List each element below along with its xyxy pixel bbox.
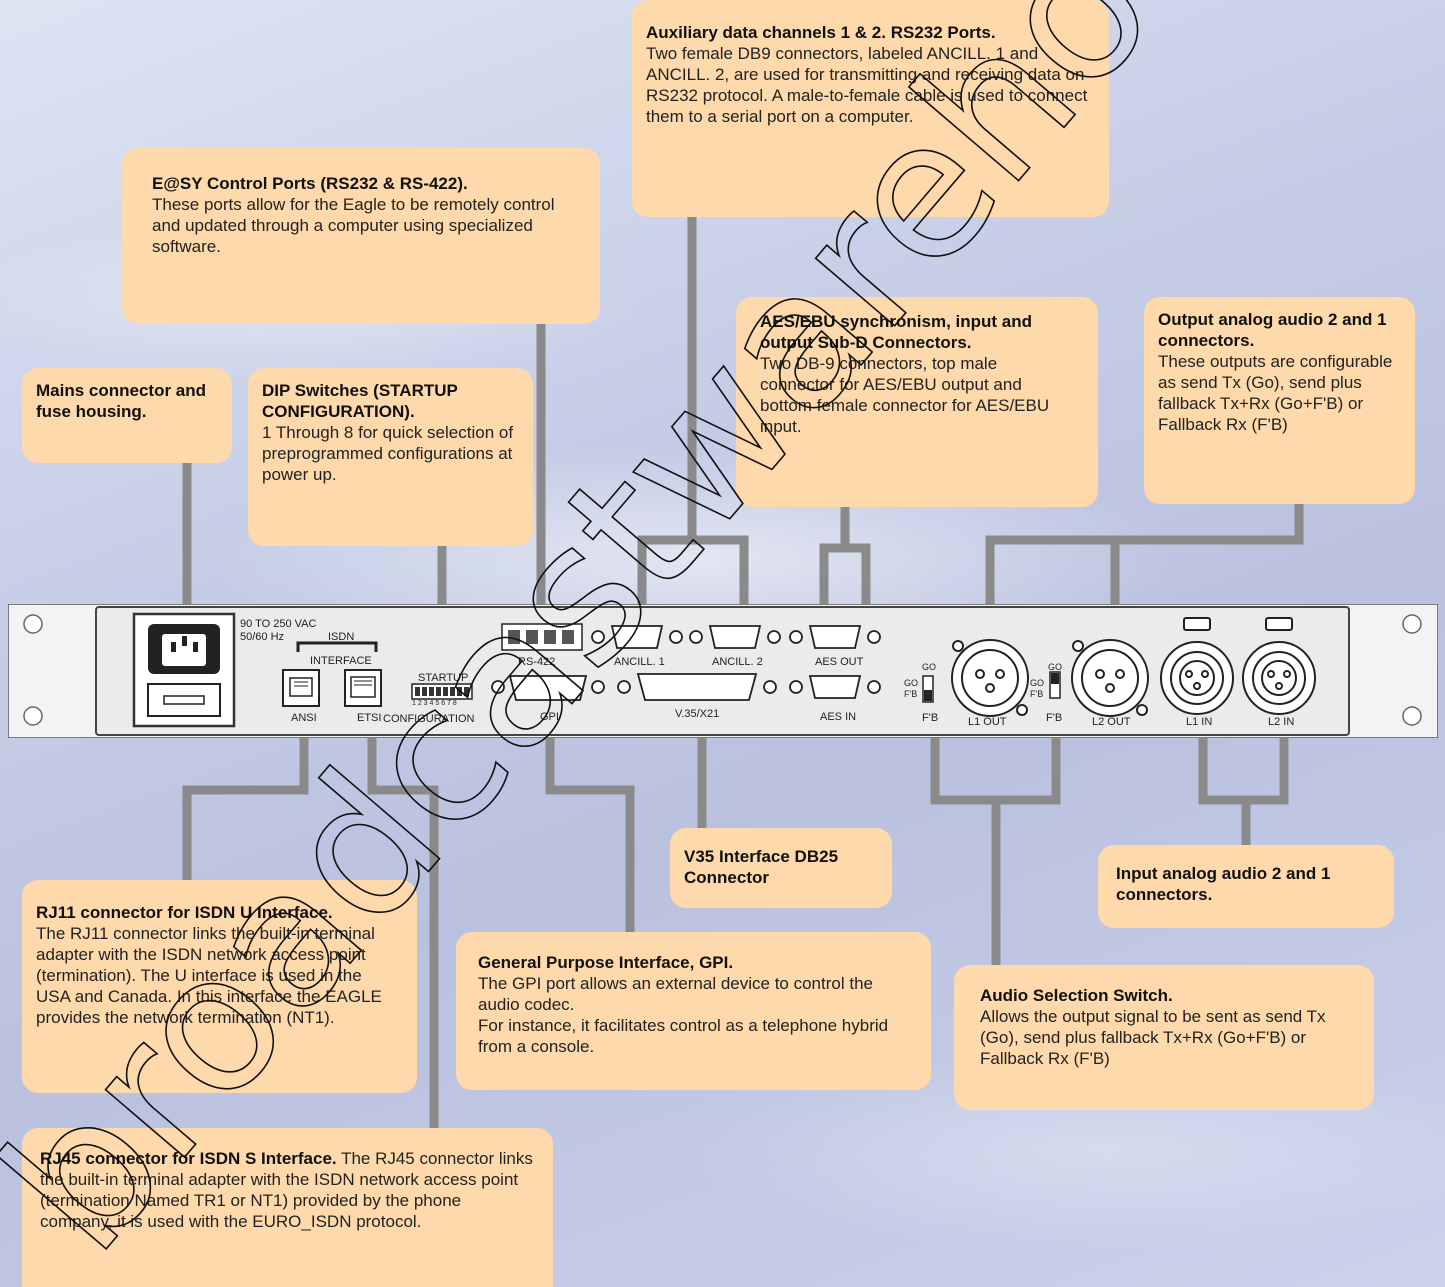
v35-db25 (617, 673, 777, 701)
aes-in-db9 (789, 675, 881, 699)
l1-out-label: L1 OUT (968, 716, 1007, 728)
xlr-l1-out (951, 639, 1029, 717)
callout-dip-switches: DIP Switches (STARTUP CONFIGURATION). 1 … (248, 368, 533, 546)
callout-audio-selection: Audio Selection Switch. Allows the outpu… (954, 965, 1374, 1110)
callout-text-2: For instance, it facilitates control as … (478, 1016, 889, 1056)
line-aux2 (692, 535, 749, 630)
callout-easy-control: E@SY Control Ports (RS232 & RS-422). The… (122, 148, 600, 324)
callout-title: RJ11 connector for ISDN U Interface. (36, 903, 333, 922)
audio-switch-1 (922, 675, 934, 703)
rear-panel (8, 604, 1438, 738)
l2-in-label: L2 IN (1268, 716, 1295, 728)
etsi-label: ETSI (357, 712, 382, 724)
callout-gpi: General Purpose Interface, GPI. The GPI … (456, 932, 931, 1090)
line-aux (637, 200, 697, 630)
callout-text: Two DB-9 connectors, top male connector … (760, 354, 1050, 436)
ancill2-label: ANCILL. 2 (712, 656, 763, 668)
go-label-2: GO (1048, 662, 1063, 672)
callout-title: Input analog audio 2 and 1 connectors. (1116, 864, 1331, 904)
line-in (1198, 700, 1251, 855)
callout-mains: Mains connector and fuse housing. (22, 368, 232, 463)
line-out (985, 495, 1304, 630)
go-label-1: GO (922, 662, 937, 672)
configuration-label: CONFIGURATION (383, 713, 475, 725)
audio-switch-2 (1049, 671, 1061, 699)
callout-title: E@SY Control Ports (RS232 & RS-422). (152, 174, 468, 193)
fb-label-2: F'B (1046, 712, 1063, 724)
callout-title: General Purpose Interface, GPI. (478, 953, 734, 972)
aes-in-label: AES IN (820, 711, 857, 723)
callout-title: Mains connector and fuse housing. (36, 381, 207, 421)
ansi-label: ANSI (291, 712, 317, 724)
callout-output-audio: Output analog audio 2 and 1 connectors. … (1144, 297, 1415, 504)
callout-text: The RJ45 connector links the built-in te… (40, 1149, 533, 1231)
line-sel (930, 700, 1001, 975)
dip-numbers-label: 1 2 3 4 5 6 7 8 (412, 700, 457, 707)
fb-label-1b: F'B (904, 689, 918, 699)
frequency-label: 50/60 Hz (240, 631, 285, 643)
aes-out-db9 (789, 625, 881, 649)
isdn-label: ISDN (328, 631, 355, 643)
gpi-label: GPI (540, 711, 559, 723)
callout-title: Output analog audio 2 and 1 connectors. (1158, 310, 1387, 350)
rj11-jack (282, 669, 320, 707)
line-aes (819, 490, 850, 632)
callout-title: Audio Selection Switch. (980, 986, 1173, 1005)
l1-in-label: L1 IN (1186, 716, 1213, 728)
xlr-l1-in (1160, 617, 1234, 715)
v35-label: V.35/X21 (675, 708, 720, 720)
callout-text: The GPI port allows an external device t… (478, 974, 873, 1014)
callout-aux-channels: Auxiliary data channels 1 & 2. RS232 Por… (632, 0, 1109, 217)
isdn-interface-bracket (296, 641, 378, 652)
xlr-l2-out (1071, 639, 1149, 717)
fb-label-2b: F'B (1030, 689, 1044, 699)
callout-rj11: RJ11 connector for ISDN U Interface. The… (22, 880, 417, 1093)
ancill2-db9 (689, 625, 781, 649)
callout-text: Allows the output signal to be sent as s… (980, 1007, 1326, 1068)
callout-title: DIP Switches (STARTUP CONFIGURATION). (262, 381, 458, 421)
gpi-db15 (491, 675, 605, 701)
dip-switch-block (411, 683, 473, 700)
rs422-label: RS-422 (518, 656, 556, 668)
line-gpi (545, 700, 635, 940)
callout-rj45: RJ45 connector for ISDN S Interface. The… (22, 1128, 553, 1287)
callout-text: Two female DB9 connectors, labeled ANCIL… (646, 44, 1088, 126)
go-label-1b: GO (904, 678, 919, 688)
callout-input-audio: Input analog audio 2 and 1 connectors. (1098, 845, 1394, 928)
mains-connector (132, 612, 236, 728)
callout-v35: V35 Interface DB25 Connector (670, 828, 892, 908)
callout-text: 1 Through 8 for quick selection of prepr… (262, 423, 514, 484)
callout-title: AES/EBU synchronism, input and output Su… (760, 312, 1033, 352)
voltage-label: 90 TO 250 VAC (240, 618, 317, 630)
callout-text: The RJ11 connector links the built-in te… (36, 924, 382, 1027)
isdn-interface-label: INTERFACE (310, 655, 372, 667)
ancill1-db9 (591, 625, 683, 649)
line-rj11 (182, 700, 309, 895)
go-label-2b: GO (1030, 678, 1045, 688)
rack-hole (23, 614, 1422, 726)
callout-text: These outputs are configurable as send T… (1158, 352, 1393, 434)
rs422-terminal (501, 623, 583, 651)
xlr-l2-in (1242, 617, 1316, 715)
callout-title: Auxiliary data channels 1 & 2. RS232 Por… (646, 23, 996, 42)
callout-title: RJ45 connector for ISDN S Interface. (40, 1149, 337, 1168)
l2-out-label: L2 OUT (1092, 716, 1131, 728)
rj45-jack (344, 669, 382, 707)
fb-label-1: F'B (922, 712, 939, 724)
ancill1-label: ANCILL. 1 (614, 656, 665, 668)
line-rj45 (367, 700, 439, 1135)
callout-aes-ebu: AES/EBU synchronism, input and output Su… (736, 297, 1098, 507)
callout-title: V35 Interface DB25 Connector (684, 847, 839, 887)
callout-text: These ports allow for the Eagle to be re… (152, 195, 555, 256)
aes-out-label: AES OUT (815, 656, 864, 668)
startup-label: STARTUP (418, 672, 469, 684)
